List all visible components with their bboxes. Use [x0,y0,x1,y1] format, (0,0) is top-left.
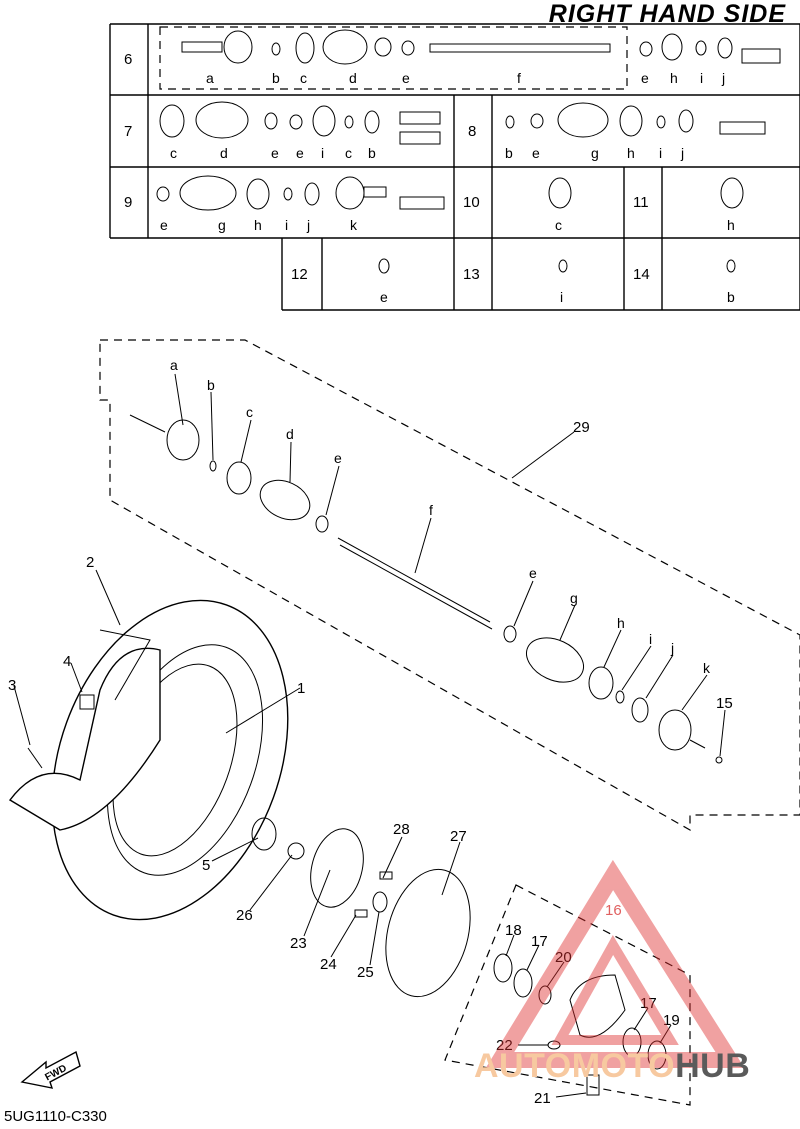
callout-number: 26 [236,907,253,924]
hub-brake-parts [27,694,471,998]
item-letter: h [627,145,635,161]
callout-number: 22 [496,1037,513,1054]
callout-letter: e [529,565,537,581]
callout-letter: d [286,426,294,442]
item-letter: i [321,145,324,161]
callout-letter: a [170,357,178,373]
kit-table: 6 7 8 9 10 11 12 13 14 a b c d e f e h i… [109,23,800,311]
item-letter: e [271,145,279,161]
fwd-label: FWD [43,1063,68,1083]
item-letter: a [206,70,214,86]
item-letter: b [727,289,735,305]
item-letter: h [670,70,678,86]
item-letter: b [505,145,513,161]
item-letter: f [517,70,521,86]
wheel-tire [8,599,289,921]
item-letter: e [296,145,304,161]
item-letter: e [641,70,649,86]
callout-number: 25 [357,964,374,981]
callout-letter: i [649,631,652,647]
row-number: 8 [468,123,476,140]
watermark-part: AUTO [474,1047,572,1085]
drive-shaft-parts [129,414,723,764]
watermark-logo-icon [485,859,745,1068]
row-number: 10 [463,194,480,211]
callout-letter: c [246,404,253,420]
callout-number: 21 [534,1090,551,1107]
item-letter: i [285,217,288,233]
row-number: 12 [291,266,308,283]
callout-number: 24 [320,956,337,973]
callout-number: 5 [202,857,210,874]
row-number: 9 [124,194,132,211]
item-letter: c [555,217,562,233]
callout-number: 19 [663,1012,680,1029]
callout-letter: k [703,660,711,676]
item-letter: b [272,70,280,86]
item-letter: d [220,145,228,161]
item-letter: j [721,70,725,86]
item-letter: c [170,145,177,161]
row-number: 13 [463,266,480,283]
row-number: 14 [633,266,650,283]
item-letter: e [380,289,388,305]
row-number: 6 [124,51,132,68]
fwd-arrow-icon: FWD [20,1050,81,1089]
callout-letter: b [207,377,215,393]
callout-number: 17 [531,933,548,950]
callout-number: 28 [393,821,410,838]
item-letter: k [350,217,358,233]
item-letter: c [345,145,352,161]
watermark-part: MOTO [571,1047,676,1085]
callout-number: 3 [8,677,16,694]
leader-lines [13,373,726,1098]
item-letter: e [160,217,168,233]
item-letter: j [306,217,310,233]
watermark-part: HUB [675,1047,751,1085]
item-letter: h [727,217,735,233]
item-letter: e [532,145,540,161]
item-letter: h [254,217,262,233]
diagram-code: 5UG1110-C330 [4,1108,107,1125]
shaft-group-outline [99,339,800,832]
callout-number: 23 [290,935,307,952]
item-letter: b [368,145,376,161]
item-letter: i [560,289,563,305]
knuckle-group-outline [444,884,691,1106]
callout-number: 17 [640,995,657,1012]
item-letter: g [218,217,226,233]
item-letter: e [402,70,410,86]
item-letter: i [700,70,703,86]
callout-number: 4 [63,653,71,670]
callout-number: 2 [86,554,94,571]
callout-letter: e [334,450,342,466]
callout-number: 1 [297,680,305,697]
callout-letter: f [429,502,433,518]
item-letter: c [300,70,307,86]
callout-letter: h [617,615,625,631]
knuckle-parts [493,953,667,1096]
callout-letter: j [670,640,674,656]
item-letter: i [659,145,662,161]
item-letter: d [349,70,357,86]
callout-number: 20 [555,949,572,966]
callout-number: 27 [450,828,467,845]
callout-number: 18 [505,922,522,939]
callout-number: 15 [716,695,733,712]
item-letter: j [680,145,684,161]
row-number: 11 [633,194,649,211]
item-letter: g [591,145,599,161]
callout-number: 29 [573,419,590,436]
row-number: 7 [124,123,132,140]
watermark-text: AUTOMOTOHUB [474,1047,750,1086]
callout-number: 16 [605,902,622,919]
callout-letter: g [570,590,578,606]
